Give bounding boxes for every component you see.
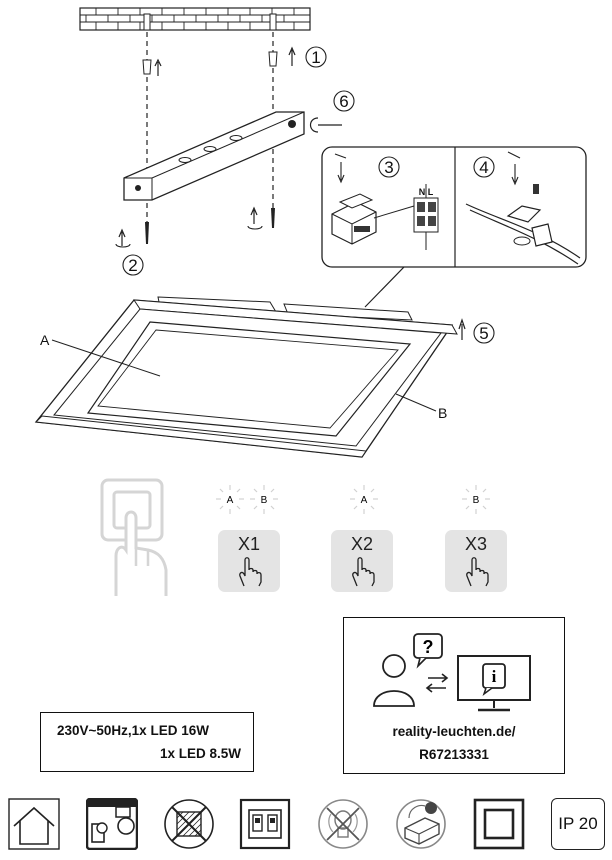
wiring-label: N L xyxy=(419,187,434,197)
no-insulation-cover-icon xyxy=(164,799,214,849)
question-glyph: ? xyxy=(423,637,434,657)
step-3-label: 3 xyxy=(384,158,393,177)
step-2-label: 2 xyxy=(128,256,137,275)
mode-2-lamps: A xyxy=(350,485,378,514)
press-x3-tile: X3 xyxy=(445,530,507,592)
bulb-not-replaceable-icon xyxy=(318,799,368,849)
support-illustration: ? i xyxy=(373,633,531,712)
press-x2-tile: X2 xyxy=(331,530,393,592)
article-number: R67213331 xyxy=(419,747,489,762)
mode-3-lamp-b: B xyxy=(473,495,480,506)
support-info-box: ? i reality-leuchten.de/ R67213331 xyxy=(343,617,565,774)
support-url: reality-leuchten.de/ xyxy=(392,724,516,739)
question-bubble-icon: ? xyxy=(413,633,443,669)
mounting-bracket xyxy=(123,111,305,201)
exchange-arrows-icon xyxy=(425,673,449,693)
mode-3-lamps: B xyxy=(462,485,490,514)
step-6-label: 6 xyxy=(339,92,348,111)
person-icon xyxy=(373,654,415,707)
installation-diagram: 1 6 2 3 xyxy=(34,7,587,458)
ceiling-icon xyxy=(79,7,311,31)
part-b-label: B xyxy=(438,405,447,421)
spec-line-1: 230V~50Hz,1x LED 16W xyxy=(57,723,209,738)
info-glyph: i xyxy=(492,667,497,686)
terminal-block-icon xyxy=(331,193,377,245)
screwdriver-icon xyxy=(115,206,275,248)
monitor-info-icon: i xyxy=(457,655,531,712)
mode-1-lamp-a: A xyxy=(227,495,234,506)
step-5-label: 5 xyxy=(479,324,488,343)
spec-line-2: 1x LED 8.5W xyxy=(159,746,241,761)
press-x3-label: X3 xyxy=(464,534,488,554)
step-4-label: 4 xyxy=(479,158,488,177)
press-x2-label: X2 xyxy=(350,534,374,554)
tap-finger-icon xyxy=(352,557,375,587)
wall-switch-hand-icon xyxy=(100,478,168,596)
mode-1-lamp-b: B xyxy=(261,495,268,506)
tap-finger-icon xyxy=(466,557,489,587)
ip-rating-badge: IP 20 xyxy=(551,798,605,850)
press-x1-label: X1 xyxy=(237,534,261,554)
press-x1-tile: X1 xyxy=(218,530,280,592)
spotlight-icon xyxy=(86,798,138,850)
spec-box: 230V~50Hz,1x LED 16W 1x LED 8.5W xyxy=(40,712,254,772)
indoor-use-icon xyxy=(8,798,60,850)
detail-callout: 3 N L 4 xyxy=(321,146,587,268)
driver-icon xyxy=(396,799,446,849)
step-1-label: 1 xyxy=(311,48,320,67)
mode-1-lamps: A B xyxy=(216,485,278,514)
tap-finger-icon xyxy=(239,557,262,587)
panel-light xyxy=(34,296,466,458)
double-insulation-icon xyxy=(473,798,525,850)
switch-guide: A B A B X1 X2 X3 xyxy=(0,470,612,600)
mode-2-lamp-a: A xyxy=(361,495,368,506)
wall-plug-icon xyxy=(142,46,296,76)
screw-icon xyxy=(309,117,342,133)
part-a-label: A xyxy=(40,332,50,348)
protection-class-ii-icon xyxy=(239,798,291,850)
